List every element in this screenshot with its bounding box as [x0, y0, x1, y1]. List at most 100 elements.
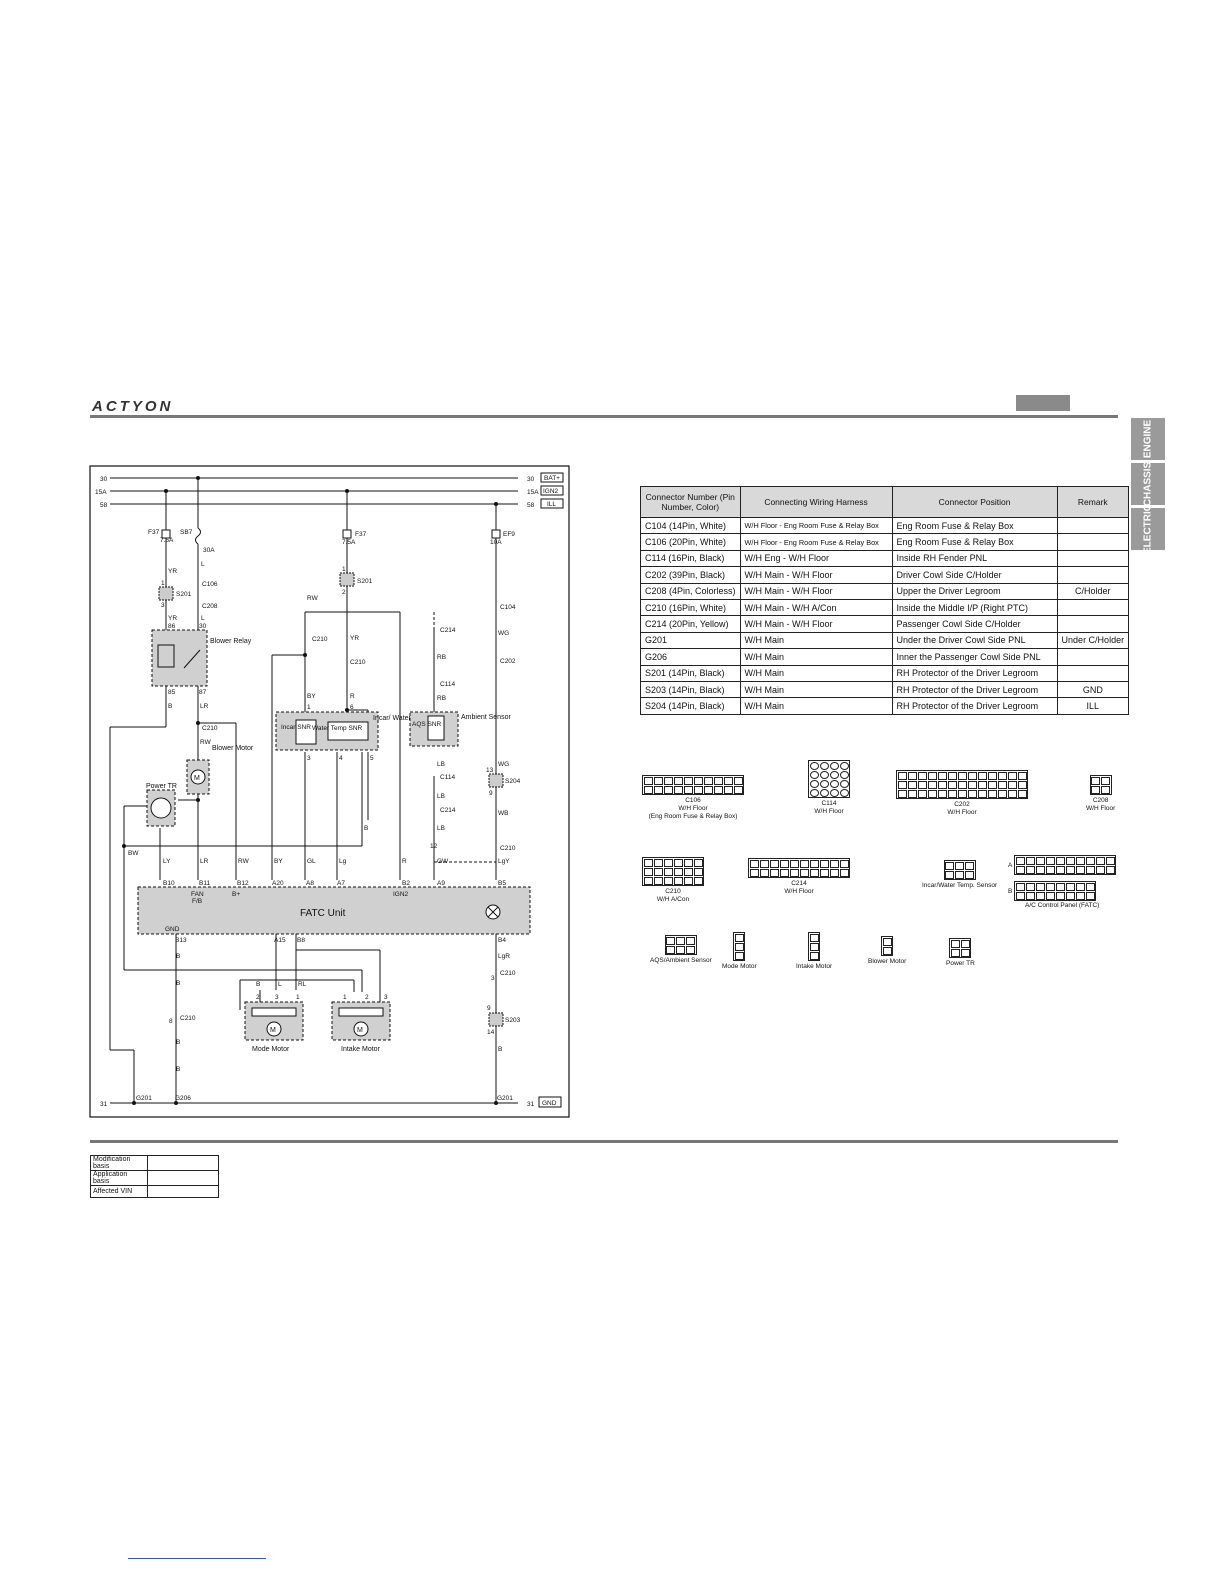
pin-label: 3: [275, 994, 279, 1001]
pinout-label: (Eng Room Fuse & Relay Box): [648, 812, 738, 820]
pin-cell: [1105, 865, 1115, 874]
pin-cell: [1055, 856, 1065, 865]
wire-r: R: [350, 693, 355, 700]
table-cell: [1056, 648, 1130, 666]
table-cell: W/H Main - W/H Floor: [739, 582, 893, 600]
wire-wg: WG: [498, 630, 509, 637]
pin-cell: [683, 776, 693, 785]
tab-engine[interactable]: ENGINE: [1131, 418, 1165, 460]
ign-bus-left: 15A: [95, 489, 107, 496]
wire-lr-2: LR: [200, 858, 209, 865]
pinout-label: W/H Floor: [814, 807, 844, 815]
pin-cell: [987, 771, 997, 780]
pin-cell: [1017, 771, 1027, 780]
pin-row: [897, 789, 1027, 798]
ill-bus-right: 58: [527, 502, 535, 509]
table-cell: Inside RH Fender PNL: [891, 549, 1058, 568]
pin-cell: [829, 770, 839, 779]
bat-bus-left: 30: [100, 476, 108, 483]
fatc-pin-a15: A15: [274, 937, 286, 944]
pin-row: [643, 776, 743, 785]
pin-cell: [967, 780, 977, 789]
fatc-pin-a7: A7: [337, 880, 345, 887]
pin-cell: [1007, 771, 1017, 780]
f37b-label: F37: [355, 531, 367, 538]
pin-label: 1: [161, 580, 165, 587]
pin-label: 2: [365, 994, 369, 1001]
table-row: C208 (4Pin, Colorless)W/H Main - W/H Flo…: [640, 582, 1130, 600]
pin-cell: [927, 789, 937, 798]
pin-cell: [749, 868, 759, 877]
pin-cell: [950, 939, 960, 948]
tab-chassis[interactable]: CHASSIS: [1131, 462, 1165, 506]
table-row: Modification basis: [90, 1155, 219, 1171]
affected-vin-label: Affected VIN: [90, 1185, 148, 1198]
pinout-label: C202: [954, 800, 970, 808]
fatc-bplus-label: B+: [232, 891, 240, 898]
pin-cell: [686, 945, 696, 954]
pin-label: 1: [296, 994, 300, 1001]
water-temp-snr-icon: [327, 721, 369, 741]
pin-cell: [950, 948, 960, 957]
pin-cell: [839, 788, 849, 797]
pin-cell: [733, 785, 743, 794]
pin-cell: [955, 870, 965, 879]
pin-cell: [1025, 865, 1035, 874]
s201-splice-right: [339, 572, 355, 587]
pinout-incar: Incar/Water Temp. Sensor: [922, 860, 997, 889]
table-cell: Under C/Holder: [1056, 631, 1130, 650]
fatc-pin-b11: B11: [199, 880, 210, 887]
fatc-pin-b10: B10: [163, 880, 175, 887]
fatc-pin-a8: A8: [306, 880, 314, 887]
pinout-label: C208: [1092, 796, 1109, 804]
pin-cell: [643, 867, 653, 876]
schematic-frame: [89, 465, 570, 1118]
intake-motor-icon: [353, 1021, 369, 1037]
blower-motor-label: Blower Motor: [212, 745, 254, 752]
pin-cell: [683, 858, 693, 867]
pin-cell: [734, 942, 744, 951]
table-row: Application basis: [90, 1170, 219, 1186]
wire-by-2: BY: [274, 858, 283, 865]
pin-cell: [1075, 882, 1085, 891]
s204-label: S204: [505, 778, 521, 785]
pinout-c114: C114 W/H Floor: [808, 760, 850, 815]
fatc-fan-label: FAN: [191, 891, 204, 898]
table-cell: W/H Main - W/H A/Con: [739, 598, 893, 617]
pinout-c202: C202 W/H Floor: [896, 770, 1028, 816]
pin-cell: [1015, 891, 1025, 900]
c114-label: C114: [440, 681, 455, 688]
pinout-label: W/H Floor: [1086, 804, 1116, 812]
pin-label: 2: [256, 994, 260, 1001]
table-cell: Upper the Driver Legroom: [891, 582, 1058, 600]
aqs-snr-icon: [427, 715, 445, 741]
fatc-pin-b5: B5: [498, 880, 506, 887]
pin-cell: [819, 770, 829, 779]
pin-cell: [819, 859, 829, 868]
pin-cell: [819, 788, 829, 797]
table-cell: W/H Main - W/H Floor: [739, 615, 893, 633]
fatc-gnd-label: GND: [165, 926, 180, 933]
pinout-c210: C210 W/H A/Con: [642, 857, 704, 903]
actyon-logo: ACTYON: [92, 398, 174, 415]
pin-row: [1015, 865, 1115, 874]
pinout-fatc: A B A/C Control Panel (FATC): [1008, 855, 1117, 909]
c210-label: C210: [202, 725, 218, 732]
pin-row: [643, 876, 703, 885]
wire-rb-2: RB: [437, 695, 446, 702]
footer-link-underline[interactable]: [128, 1558, 266, 1559]
pin-row: [749, 859, 849, 868]
pin-cell: [960, 939, 970, 948]
pin-row: [643, 785, 743, 794]
pin-row: [643, 858, 703, 867]
pin-label: 3: [307, 755, 311, 762]
s201-label-right: S201: [357, 578, 373, 585]
pin-cell: [917, 771, 927, 780]
pin-label: 12: [430, 843, 438, 850]
pin-row: [897, 780, 1027, 789]
pin-cell: [673, 867, 683, 876]
pin-cell: [789, 868, 799, 877]
pinout-label: W/H A/Con: [656, 895, 690, 903]
tab-electric[interactable]: ELECTRIC: [1131, 504, 1165, 554]
